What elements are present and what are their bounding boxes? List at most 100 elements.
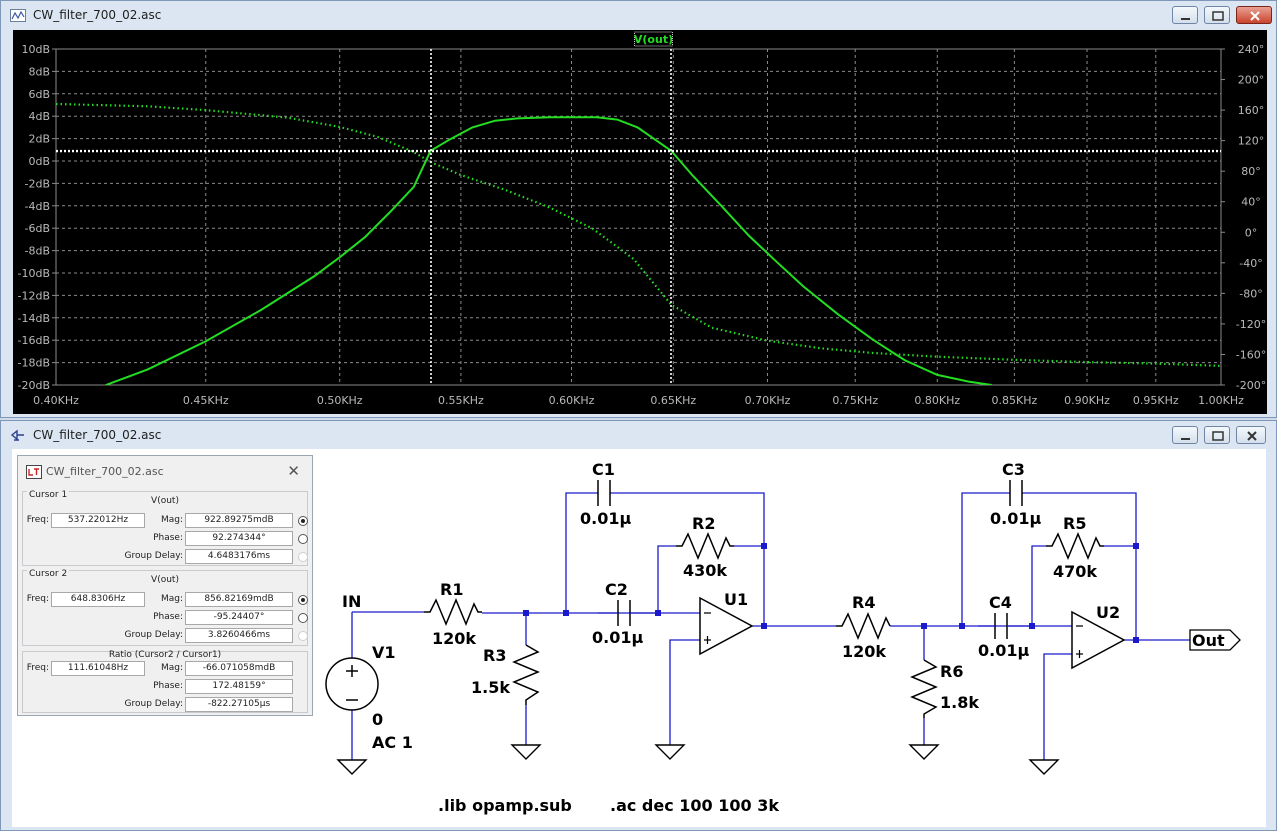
v1-source[interactable]: [325, 657, 379, 711]
plot-window-title: CW_filter_700_02.asc: [33, 8, 162, 22]
cursor2-freq[interactable]: 648.8306Hz: [51, 592, 145, 607]
cursor1-gd-radio[interactable]: [298, 552, 308, 562]
label-r1-val: 120k: [432, 629, 476, 648]
y-left-tick-label: -4dB: [25, 200, 51, 213]
y-left-tick-label: -16dB: [18, 334, 51, 347]
close-icon: [1250, 11, 1260, 21]
y-left-tick-label: -14dB: [18, 312, 51, 325]
spice-lib-directive: .lib opamp.sub: [438, 796, 572, 815]
y-right-tick-label: 240°: [1238, 43, 1265, 56]
y-right-tick-label: 80°: [1241, 165, 1261, 178]
label-r5-val: 470k: [1053, 562, 1097, 581]
y-left-tick-label: -12dB: [18, 289, 51, 302]
y-right-tick-label: -200°: [1236, 379, 1266, 392]
label-v1-val2: AC 1: [372, 733, 413, 752]
cursor1-mag: 922.89275mdB: [185, 513, 293, 528]
y-left-tick-label: 6dB: [28, 88, 50, 101]
out-port[interactable]: [1189, 629, 1241, 651]
u1-opamp[interactable]: [699, 596, 754, 656]
y-left-tick-label: 4dB: [28, 110, 50, 123]
cursor-panel-close-icon[interactable]: ✕: [287, 462, 300, 480]
label-c2-val: 0.01µ: [592, 628, 643, 647]
cursor1-trace: V(out): [151, 496, 179, 506]
cursor1-group-delay: 4.6483176ms: [185, 549, 293, 564]
restore-button[interactable]: [1204, 6, 1230, 24]
cursor2-trace: V(out): [151, 575, 179, 585]
cursor1-group: Cursor 1 V(out) Freq: 537.22012Hz Mag: 9…: [22, 490, 308, 566]
cursor1-phase-radio[interactable]: [298, 534, 308, 544]
y-left-tick-label: -10dB: [18, 267, 51, 280]
r5-symbol[interactable]: [1046, 532, 1104, 560]
r3-symbol[interactable]: [512, 644, 540, 705]
x-tick-label: 0.55KHz: [438, 394, 484, 407]
label-c2: C2: [605, 580, 628, 599]
schematic-minimize-button[interactable]: [1172, 426, 1198, 444]
minimize-button[interactable]: [1172, 6, 1198, 24]
y-right-tick-label: 120°: [1238, 135, 1265, 148]
x-tick-label: 0.50KHz: [317, 394, 363, 407]
plot-window-titlebar[interactable]: CW_filter_700_02.asc: [1, 1, 1276, 29]
ground-icon: [908, 744, 940, 760]
x-tick-label: 0.85KHz: [991, 394, 1037, 407]
close-button[interactable]: [1236, 6, 1272, 24]
label-r3: R3: [483, 646, 506, 665]
label-r3-val: 1.5k: [471, 678, 510, 697]
y-right-tick-label: -40°: [1239, 257, 1262, 270]
trace-legend-box: [634, 31, 673, 47]
spice-ac-directive: .ac dec 100 100 3k: [610, 796, 779, 815]
x-tick-label: 0.60KHz: [549, 394, 595, 407]
u2-opamp[interactable]: [1071, 610, 1126, 670]
label-v1-val1: 0: [372, 710, 383, 729]
r4-symbol[interactable]: [836, 612, 891, 640]
cursor-panel-titlebar[interactable]: CW_filter_700_02.asc ✕: [24, 462, 306, 482]
label-v1: V1: [372, 643, 396, 662]
y-right-tick-label: -160°: [1236, 348, 1266, 361]
r2-symbol[interactable]: [676, 532, 734, 560]
x-tick-label: 1.00KHz: [1198, 394, 1244, 407]
restore-icon: [1212, 11, 1224, 21]
cursor1-title: Cursor 1: [27, 490, 70, 500]
label-c1-val: 0.01µ: [580, 509, 631, 528]
schematic-drawing[interactable]: IN Out V1 0 AC 1 R1 120k R3 1.5k C1 0.01…: [12, 449, 1266, 827]
label-r4: R4: [852, 593, 875, 612]
cursor2-mag-radio[interactable]: [298, 595, 308, 605]
cursor2-gd-radio[interactable]: [298, 631, 308, 641]
label-r4-val: 120k: [842, 642, 886, 661]
ratio-phase: 172.48159°: [185, 679, 293, 694]
ground-icon: [510, 744, 542, 760]
r6-symbol[interactable]: [910, 659, 938, 718]
ground-icon: [336, 759, 368, 775]
y-right-tick-label: 0°: [1245, 226, 1258, 239]
label-r5: R5: [1063, 514, 1086, 533]
label-r6-val: 1.8k: [940, 693, 979, 712]
y-right-tick-label: 40°: [1241, 196, 1261, 209]
label-r2: R2: [692, 514, 715, 533]
cursor-panel: CW_filter_700_02.asc ✕ Cursor 1 V(out) F…: [17, 455, 313, 716]
r1-symbol[interactable]: [424, 598, 482, 626]
schematic-restore-button[interactable]: [1204, 426, 1230, 444]
wires: [351, 492, 1190, 760]
schematic-window-titlebar[interactable]: CW_filter_700_02.asc: [1, 421, 1276, 449]
trace-legend-label: V(out): [634, 33, 673, 46]
y-left-tick-label: 10dB: [21, 43, 50, 56]
y-left-tick-label: -6dB: [25, 222, 51, 235]
x-tick-label: 0.40KHz: [33, 394, 79, 407]
y-left-tick-label: -20dB: [18, 379, 51, 392]
c1-symbol[interactable]: [597, 480, 611, 506]
label-u1: U1: [724, 590, 748, 609]
c3-symbol[interactable]: [1009, 480, 1023, 506]
cursor-panel-title: CW_filter_700_02.asc: [46, 465, 164, 478]
cursor1-freq[interactable]: 537.22012Hz: [51, 513, 145, 528]
minimize-icon: [1181, 438, 1190, 440]
ratio-group: Ratio (Cursor2 / Cursor1) Freq: 111.6104…: [22, 650, 308, 713]
cursor1-mag-radio[interactable]: [298, 516, 308, 526]
ground-icon: [1028, 759, 1060, 775]
y-left-tick-label: -2dB: [25, 177, 51, 190]
y-right-tick-label: 200°: [1238, 74, 1265, 87]
cursor2-phase-radio[interactable]: [298, 613, 308, 623]
ratio-freq: 111.61048Hz: [51, 661, 145, 676]
schematic-close-button[interactable]: [1236, 426, 1266, 444]
cursor2-phase: -95.24407°: [185, 610, 293, 625]
